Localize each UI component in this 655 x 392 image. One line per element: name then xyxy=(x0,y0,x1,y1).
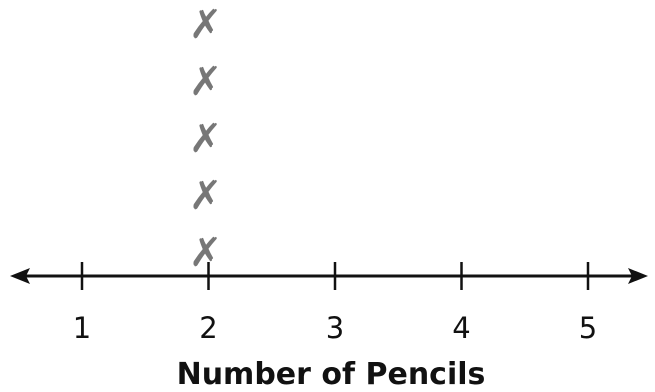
tick-label-4: 4 xyxy=(452,311,470,345)
x-mark: ✗ xyxy=(189,59,223,105)
x-mark: ✗ xyxy=(189,230,223,276)
tick-labels: 1 2 3 4 5 xyxy=(73,311,597,345)
x-mark: ✗ xyxy=(189,2,223,48)
x-mark: ✗ xyxy=(189,173,223,219)
number-line xyxy=(10,262,648,290)
tick-label-3: 3 xyxy=(326,311,344,345)
left-arrowhead xyxy=(10,268,30,284)
x-mark: ✗ xyxy=(189,116,223,162)
tick-label-5: 5 xyxy=(579,311,597,345)
right-arrowhead xyxy=(628,268,648,284)
x-axis-title: Number of Pencils xyxy=(177,357,486,392)
tick-label-2: 2 xyxy=(199,311,217,345)
marks-layer: ✗ ✗ ✗ ✗ ✗ xyxy=(189,2,223,276)
tick-label-1: 1 xyxy=(73,311,91,345)
